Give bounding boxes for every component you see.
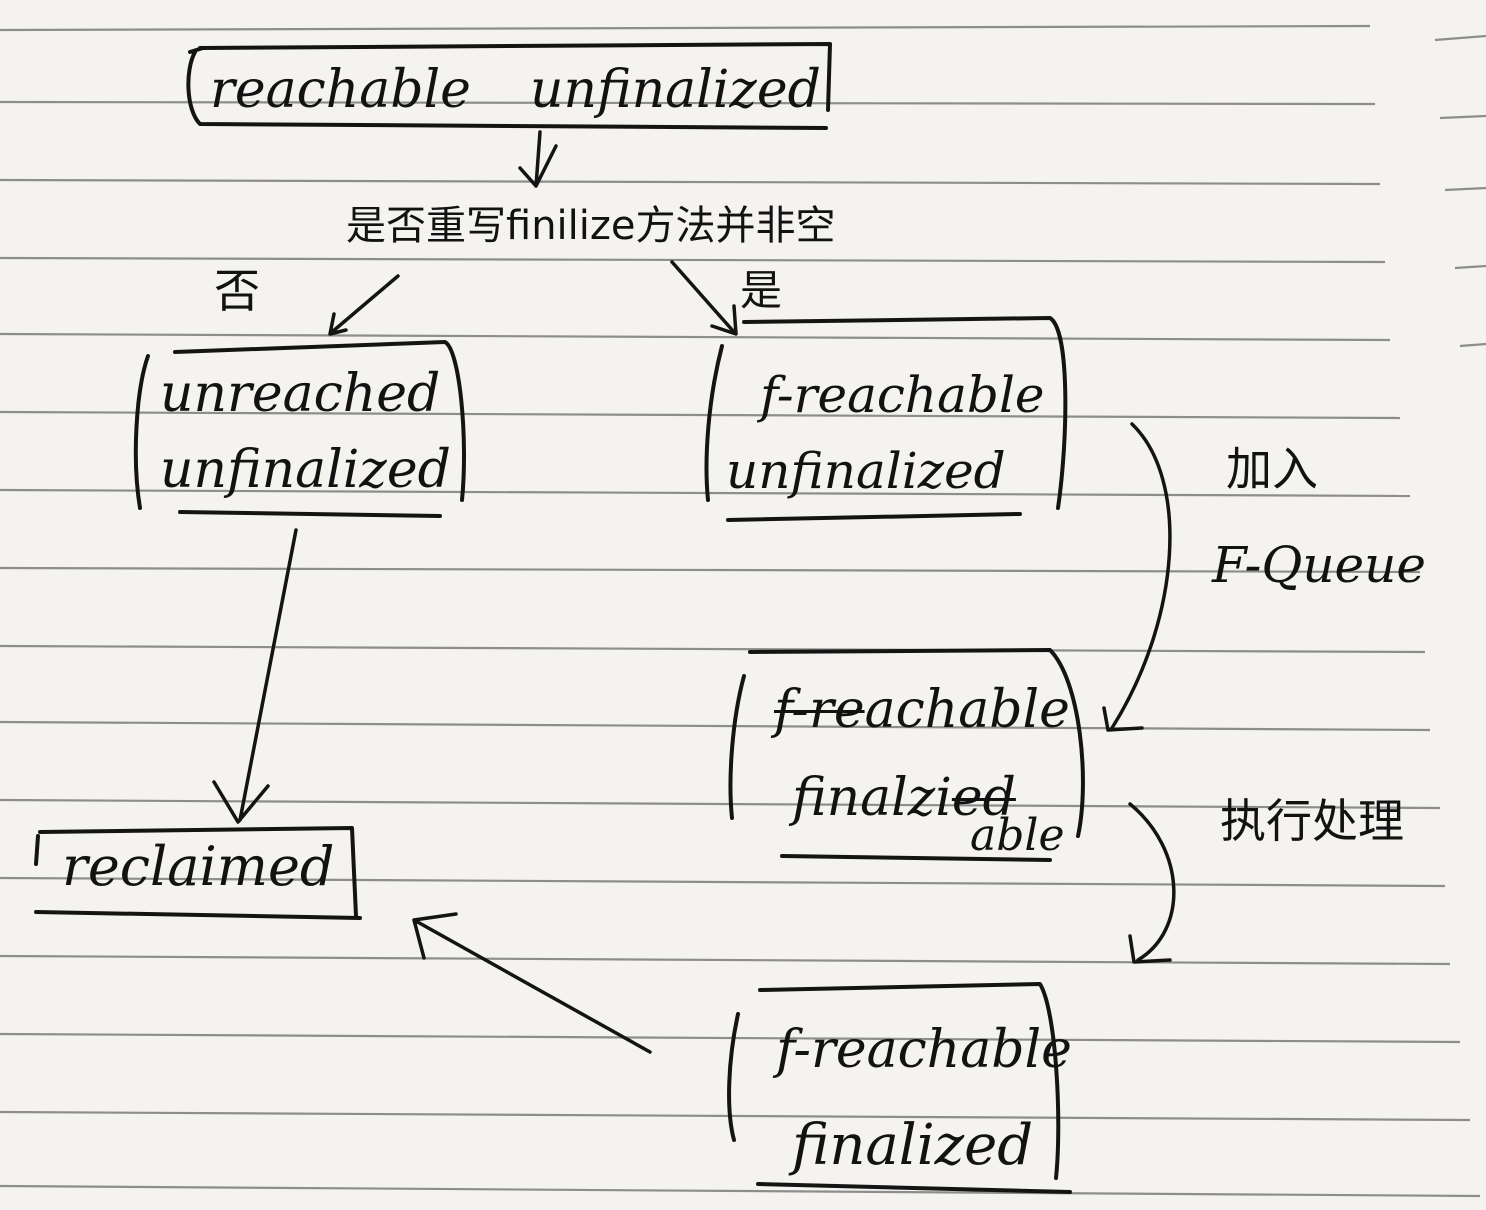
arrow-to-reclaimed — [412, 912, 652, 1054]
start-line2: unfinalized — [530, 60, 821, 120]
arrow-to-f-reachable — [670, 260, 738, 336]
arrow-execute — [1128, 802, 1176, 964]
start-box — [186, 42, 832, 130]
ruled-lines — [0, 24, 1486, 1198]
finalizable-line1: f-reachable — [774, 684, 1070, 736]
finalizable-line2: finalzied — [792, 772, 1016, 824]
finalizable-struck-prefix: f-re — [774, 680, 865, 740]
arrow-unreached-to-reclaimed — [212, 528, 298, 824]
unreached-line1: unreached — [160, 364, 441, 424]
arrow-enqueue — [1102, 422, 1172, 732]
exec-note: 执行处理 — [1220, 794, 1404, 848]
queue-note-line2: F-Queue — [1212, 536, 1426, 594]
finalizable-line2-text: finalzi — [792, 768, 952, 828]
finalizable-struck-suffix: ed — [951, 768, 1016, 828]
finalizable-suffix: able — [970, 810, 1065, 861]
finalizable-line1-text: achable — [864, 680, 1070, 740]
reclaimed-text: reclaimed — [62, 835, 335, 898]
reclaimed-box — [34, 826, 362, 920]
start-line1: reachable — [210, 60, 471, 120]
f-reachable-finalized-box — [727, 982, 1072, 1194]
question-text: 是否重写finilize方法并非空 — [346, 203, 836, 249]
unreached-box — [133, 340, 467, 518]
unreached-line2: unfinalized — [160, 440, 451, 500]
arrow-start-to-question — [518, 130, 558, 188]
f-reachable-unfinalized-line1: f-reachable — [760, 366, 1045, 424]
f-reachable-unfinalized-box — [704, 316, 1068, 522]
no-branch-label: 否 — [214, 264, 260, 318]
yes-branch-label: 是 — [740, 266, 783, 315]
f-reachable-finalized-line2: finalized — [792, 1113, 1034, 1178]
arrow-to-unreached — [328, 274, 400, 336]
f-reachable-unfinalized-line2: unfinalized — [726, 442, 1006, 500]
f-reachable-finalized-line1: f-reachable — [776, 1020, 1072, 1080]
queue-note-line1: 加入 — [1226, 442, 1318, 496]
finalizable-box — [728, 648, 1085, 862]
